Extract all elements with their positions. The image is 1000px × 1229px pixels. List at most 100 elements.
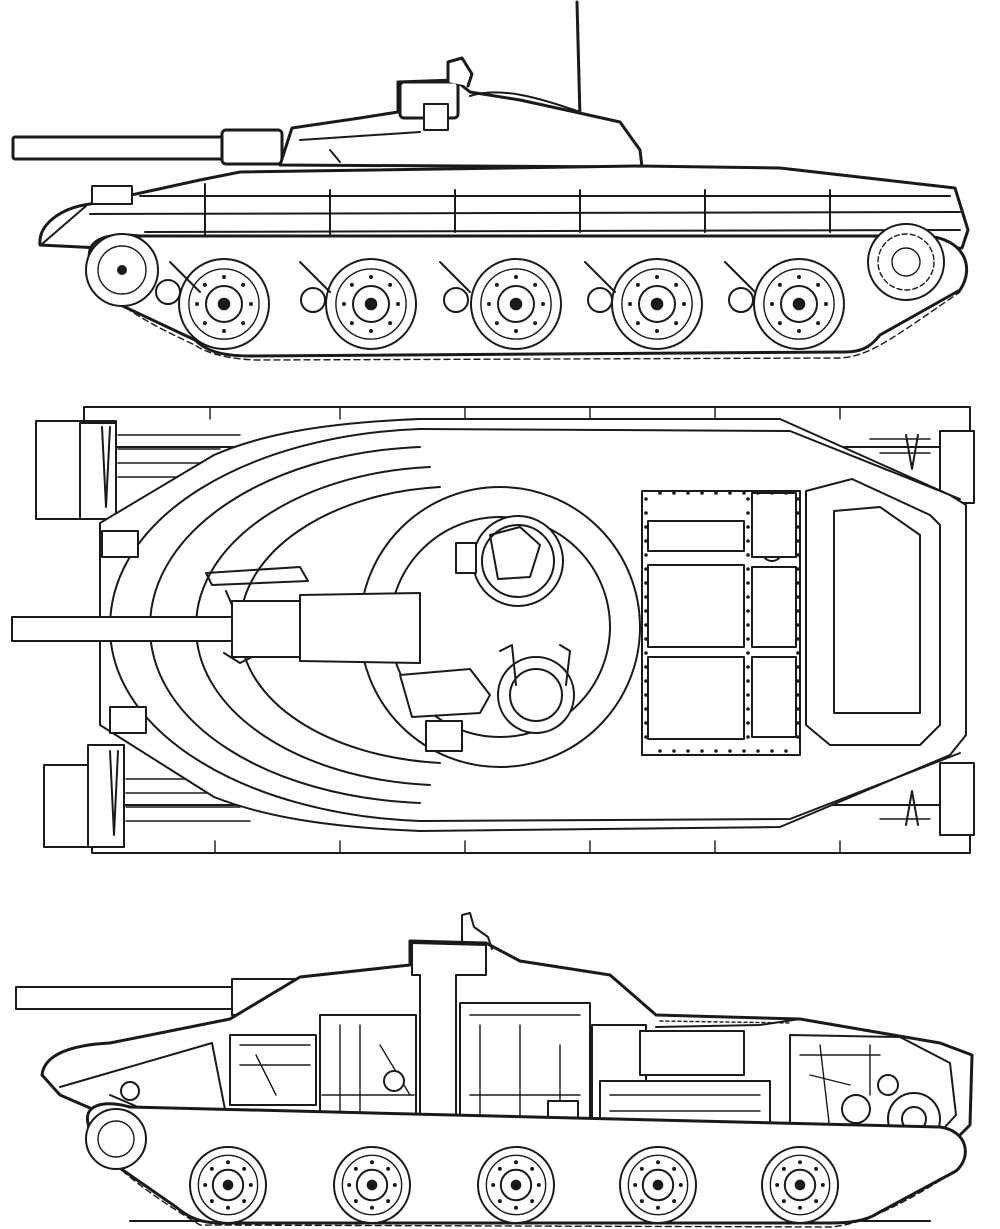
road-wheel bbox=[333, 1146, 411, 1224]
antenna bbox=[575, 0, 582, 120]
rivet bbox=[746, 525, 750, 529]
rear-deck-hatch bbox=[805, 478, 941, 746]
rivet bbox=[644, 721, 648, 725]
rivet bbox=[746, 511, 750, 515]
rivet bbox=[644, 497, 648, 501]
road-wheel bbox=[477, 1146, 555, 1224]
road-wheel bbox=[189, 1146, 267, 1224]
road-wheel bbox=[325, 258, 417, 350]
deck-rivets bbox=[644, 491, 800, 753]
side-elevation-view bbox=[0, 0, 1000, 370]
rivet bbox=[796, 665, 800, 669]
driver-vision-block bbox=[399, 668, 491, 718]
rivet bbox=[728, 749, 732, 753]
rivet bbox=[746, 595, 750, 599]
rivet bbox=[796, 651, 800, 655]
rivet bbox=[796, 595, 800, 599]
rivet bbox=[672, 749, 676, 753]
rivet bbox=[644, 609, 648, 613]
rivet bbox=[796, 609, 800, 613]
gun-barrel-top bbox=[11, 616, 235, 642]
fender-seams-bottom bbox=[214, 840, 841, 854]
rivet bbox=[746, 539, 750, 543]
gun-mantlet bbox=[220, 128, 284, 166]
front-stowage-right bbox=[43, 744, 251, 848]
rivet bbox=[746, 637, 750, 641]
rivet bbox=[746, 553, 750, 557]
rivet bbox=[644, 707, 648, 711]
rivet bbox=[644, 581, 648, 585]
rivet bbox=[644, 735, 648, 739]
road-wheel bbox=[611, 258, 703, 350]
gun-cradle bbox=[299, 592, 421, 664]
rivet bbox=[728, 491, 732, 495]
plan-view-drawing bbox=[11, 406, 975, 854]
rivet bbox=[796, 693, 800, 697]
rivet bbox=[672, 491, 676, 495]
cutaway-elevation-drawing bbox=[15, 912, 974, 1228]
rivet bbox=[746, 707, 750, 711]
front-stowage-left bbox=[35, 420, 241, 520]
mg-mount bbox=[205, 566, 309, 664]
drive-sprocket bbox=[867, 223, 945, 301]
fender-seams-top bbox=[209, 406, 841, 420]
track-teeth bbox=[94, 269, 961, 361]
rivet bbox=[658, 491, 662, 495]
rivet bbox=[644, 693, 648, 697]
rivet bbox=[658, 749, 662, 753]
rivet bbox=[784, 749, 788, 753]
rivet bbox=[770, 749, 774, 753]
rivet bbox=[686, 491, 690, 495]
periscope bbox=[446, 56, 474, 88]
rivet bbox=[644, 553, 648, 557]
rivet bbox=[644, 567, 648, 571]
front-hull-box bbox=[91, 185, 133, 205]
rivet bbox=[644, 623, 648, 627]
rivet bbox=[746, 497, 750, 501]
rivet bbox=[746, 623, 750, 627]
rivet bbox=[644, 679, 648, 683]
rivet bbox=[644, 665, 648, 669]
rear-stowage bbox=[869, 430, 975, 836]
idler-wheel bbox=[85, 233, 159, 307]
rivet bbox=[746, 651, 750, 655]
engine-deck bbox=[641, 490, 801, 756]
loader-hatch bbox=[497, 644, 575, 734]
rivet bbox=[644, 637, 648, 641]
fender bbox=[144, 229, 961, 233]
rivet bbox=[756, 749, 760, 753]
cupola-top bbox=[461, 912, 493, 950]
rivet bbox=[796, 539, 800, 543]
rivet bbox=[796, 679, 800, 683]
road-wheel bbox=[178, 258, 270, 350]
gun-barrel bbox=[11, 135, 227, 161]
rivet bbox=[644, 511, 648, 515]
front-glacis-line bbox=[41, 205, 87, 245]
rivet bbox=[746, 679, 750, 683]
rivet bbox=[746, 567, 750, 571]
rivet bbox=[796, 735, 800, 739]
rivet bbox=[796, 581, 800, 585]
rivet bbox=[784, 491, 788, 495]
upper-hull bbox=[38, 164, 970, 252]
road-wheel bbox=[753, 258, 845, 350]
rivet bbox=[796, 637, 800, 641]
rivet bbox=[644, 525, 648, 529]
rivet bbox=[796, 525, 800, 529]
rivet bbox=[700, 491, 704, 495]
vision-block bbox=[423, 103, 449, 131]
rivet bbox=[796, 623, 800, 627]
rivet bbox=[796, 721, 800, 725]
commander-hatch bbox=[455, 515, 564, 607]
rivet bbox=[746, 665, 750, 669]
turret-detail-line bbox=[299, 131, 421, 163]
road-wheel bbox=[619, 1146, 697, 1224]
rivet bbox=[796, 511, 800, 515]
front-box-lower bbox=[109, 706, 147, 734]
hull-trim bbox=[89, 183, 961, 237]
rivet bbox=[756, 491, 760, 495]
rivet bbox=[746, 693, 750, 697]
rivet bbox=[644, 539, 648, 543]
rivet bbox=[714, 749, 718, 753]
rivet bbox=[644, 651, 648, 655]
